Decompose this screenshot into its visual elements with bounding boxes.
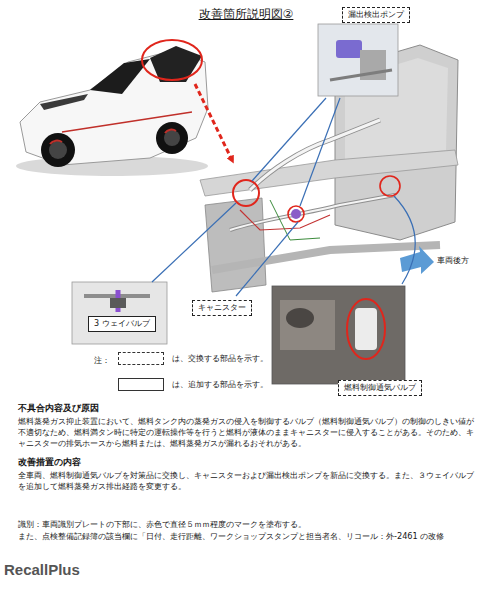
fuel-valve-photo (355, 308, 377, 350)
fuel-system-drawing (230, 195, 395, 230)
three-way-valve-inset (110, 298, 126, 308)
three-way-valve-inset (72, 282, 167, 344)
part-name: 漏出検出ポンプ (348, 10, 404, 20)
fuel-system-drawing (291, 209, 301, 219)
pump-inset (318, 24, 398, 96)
legend-entry: は、交換する部品を示す。 (118, 352, 268, 365)
fuel-system-drawing (200, 150, 458, 196)
car-photo (8, 28, 212, 182)
leader-line (394, 196, 415, 284)
fuel-valve-photo (347, 299, 385, 359)
fuel-system-drawing (288, 206, 304, 222)
leader-line (300, 98, 340, 206)
leader-line (236, 222, 298, 296)
section-heading: 改善措置の内容 (18, 457, 81, 469)
pump-inset (336, 40, 362, 58)
part-label-box: キャニスター (192, 300, 252, 316)
legend-text: は、交換する部品を示す。 (172, 353, 268, 364)
car-photo (142, 40, 202, 80)
direction-arrow (400, 246, 434, 274)
note-label: 注： (94, 356, 110, 366)
body-text: また、点検整備記録簿の該当欄に「日付、走行距離、ワークショップスタンプと担当者名… (18, 531, 476, 542)
car-photo (40, 94, 88, 110)
fuel-system-drawing (250, 120, 380, 190)
car-photo (62, 112, 192, 132)
three-way-valve-inset (72, 282, 167, 344)
car-photo (8, 28, 212, 182)
pump-inset (330, 70, 392, 80)
body-text: 全車両、燃料制御通気バルブを対策品に交換し、キャニスターおよび漏出検出ポンプを新… (18, 470, 476, 492)
pump-inset (318, 24, 398, 96)
car-photo (90, 59, 150, 94)
fuel-system-drawing (270, 200, 320, 240)
body-text: 識別：車両識別プレートの下部に、赤色で直径５ｍｍ程度のマークを塗布する。 (18, 519, 476, 530)
fuel-system-drawing (233, 180, 259, 206)
part-name: 燃料制御通気バルブ (344, 383, 416, 393)
pointer-arrow (195, 84, 232, 160)
fuel-valve-photo (280, 300, 335, 350)
fuel-system-drawing (250, 120, 380, 190)
section-heading: 不具合内容及び原因 (18, 403, 99, 415)
fuel-valve-photo (286, 308, 314, 328)
leader-line (252, 98, 326, 181)
fuel-system-drawing (205, 198, 266, 292)
part-name: 3 ウェイバルブ (94, 319, 150, 329)
car-photo (49, 141, 67, 159)
note-label: 車両後方 (437, 256, 469, 266)
part-label-box: 漏出検出ポンプ (342, 7, 410, 23)
part-label-box: 3 ウェイバルブ (88, 316, 156, 332)
leader-line (152, 203, 236, 282)
car-photo (156, 122, 188, 154)
car-photo (41, 133, 75, 167)
car-photo (50, 141, 62, 144)
fuel-system-drawing (230, 195, 395, 230)
leader-line (152, 98, 415, 296)
fuel-system-drawing (240, 210, 330, 230)
legend-text: は、追加する部品を示す。 (172, 379, 268, 390)
legend-entry: は、追加する部品を示す。 (118, 378, 268, 391)
fuel-valve-photo (272, 286, 405, 384)
part-label-box: 燃料制御通気バルブ (338, 380, 422, 396)
watermark: RecallPlus (4, 560, 80, 580)
fuel-system-drawing (380, 176, 400, 196)
fuel-valve-photo (272, 286, 405, 384)
car-photo (165, 130, 176, 133)
part-name: キャニスター (198, 303, 246, 313)
diagram-title: 改善箇所説明図② (0, 6, 492, 23)
legend-swatch (118, 352, 164, 365)
car-photo (164, 130, 180, 146)
body-text: 燃料蒸発ガス抑止装置において、燃料タンク内の蒸発ガスの侵入を制御するバルブ（燃料… (18, 416, 476, 449)
car-photo (150, 46, 202, 82)
legend-swatch (118, 378, 164, 391)
